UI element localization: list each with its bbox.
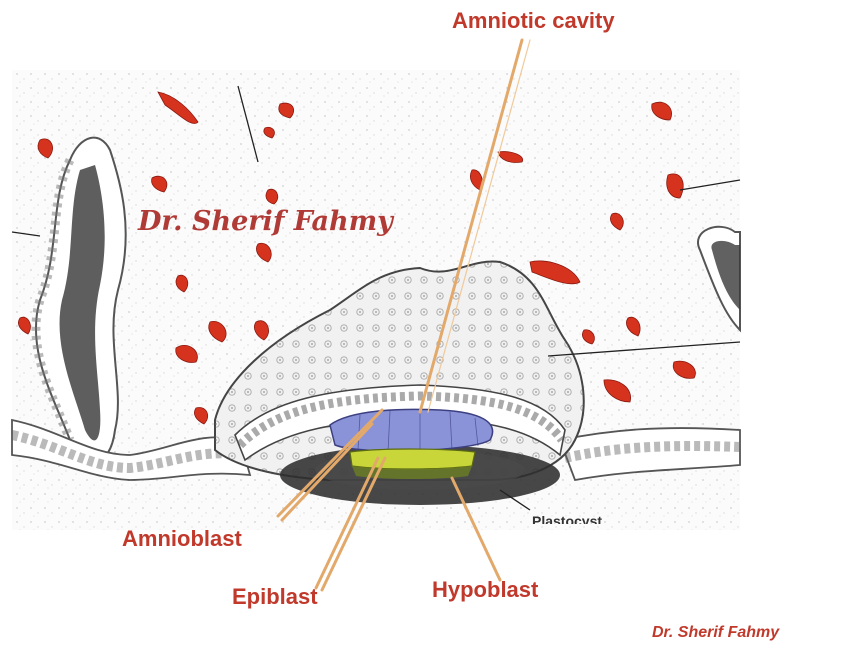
label-partial-cropped: Plastocyst [532,513,632,524]
label-amnioblast: Amnioblast [122,526,242,552]
label-amniotic-cavity: Amniotic cavity [452,8,615,34]
watermark-center: Dr. Sherif Fahmy [138,206,393,237]
epiblast-layer [350,449,475,469]
watermark-corner: Dr. Sherif Fahmy [652,624,779,642]
label-epiblast: Epiblast [232,584,318,610]
label-hypoblast: Hypoblast [432,577,538,603]
